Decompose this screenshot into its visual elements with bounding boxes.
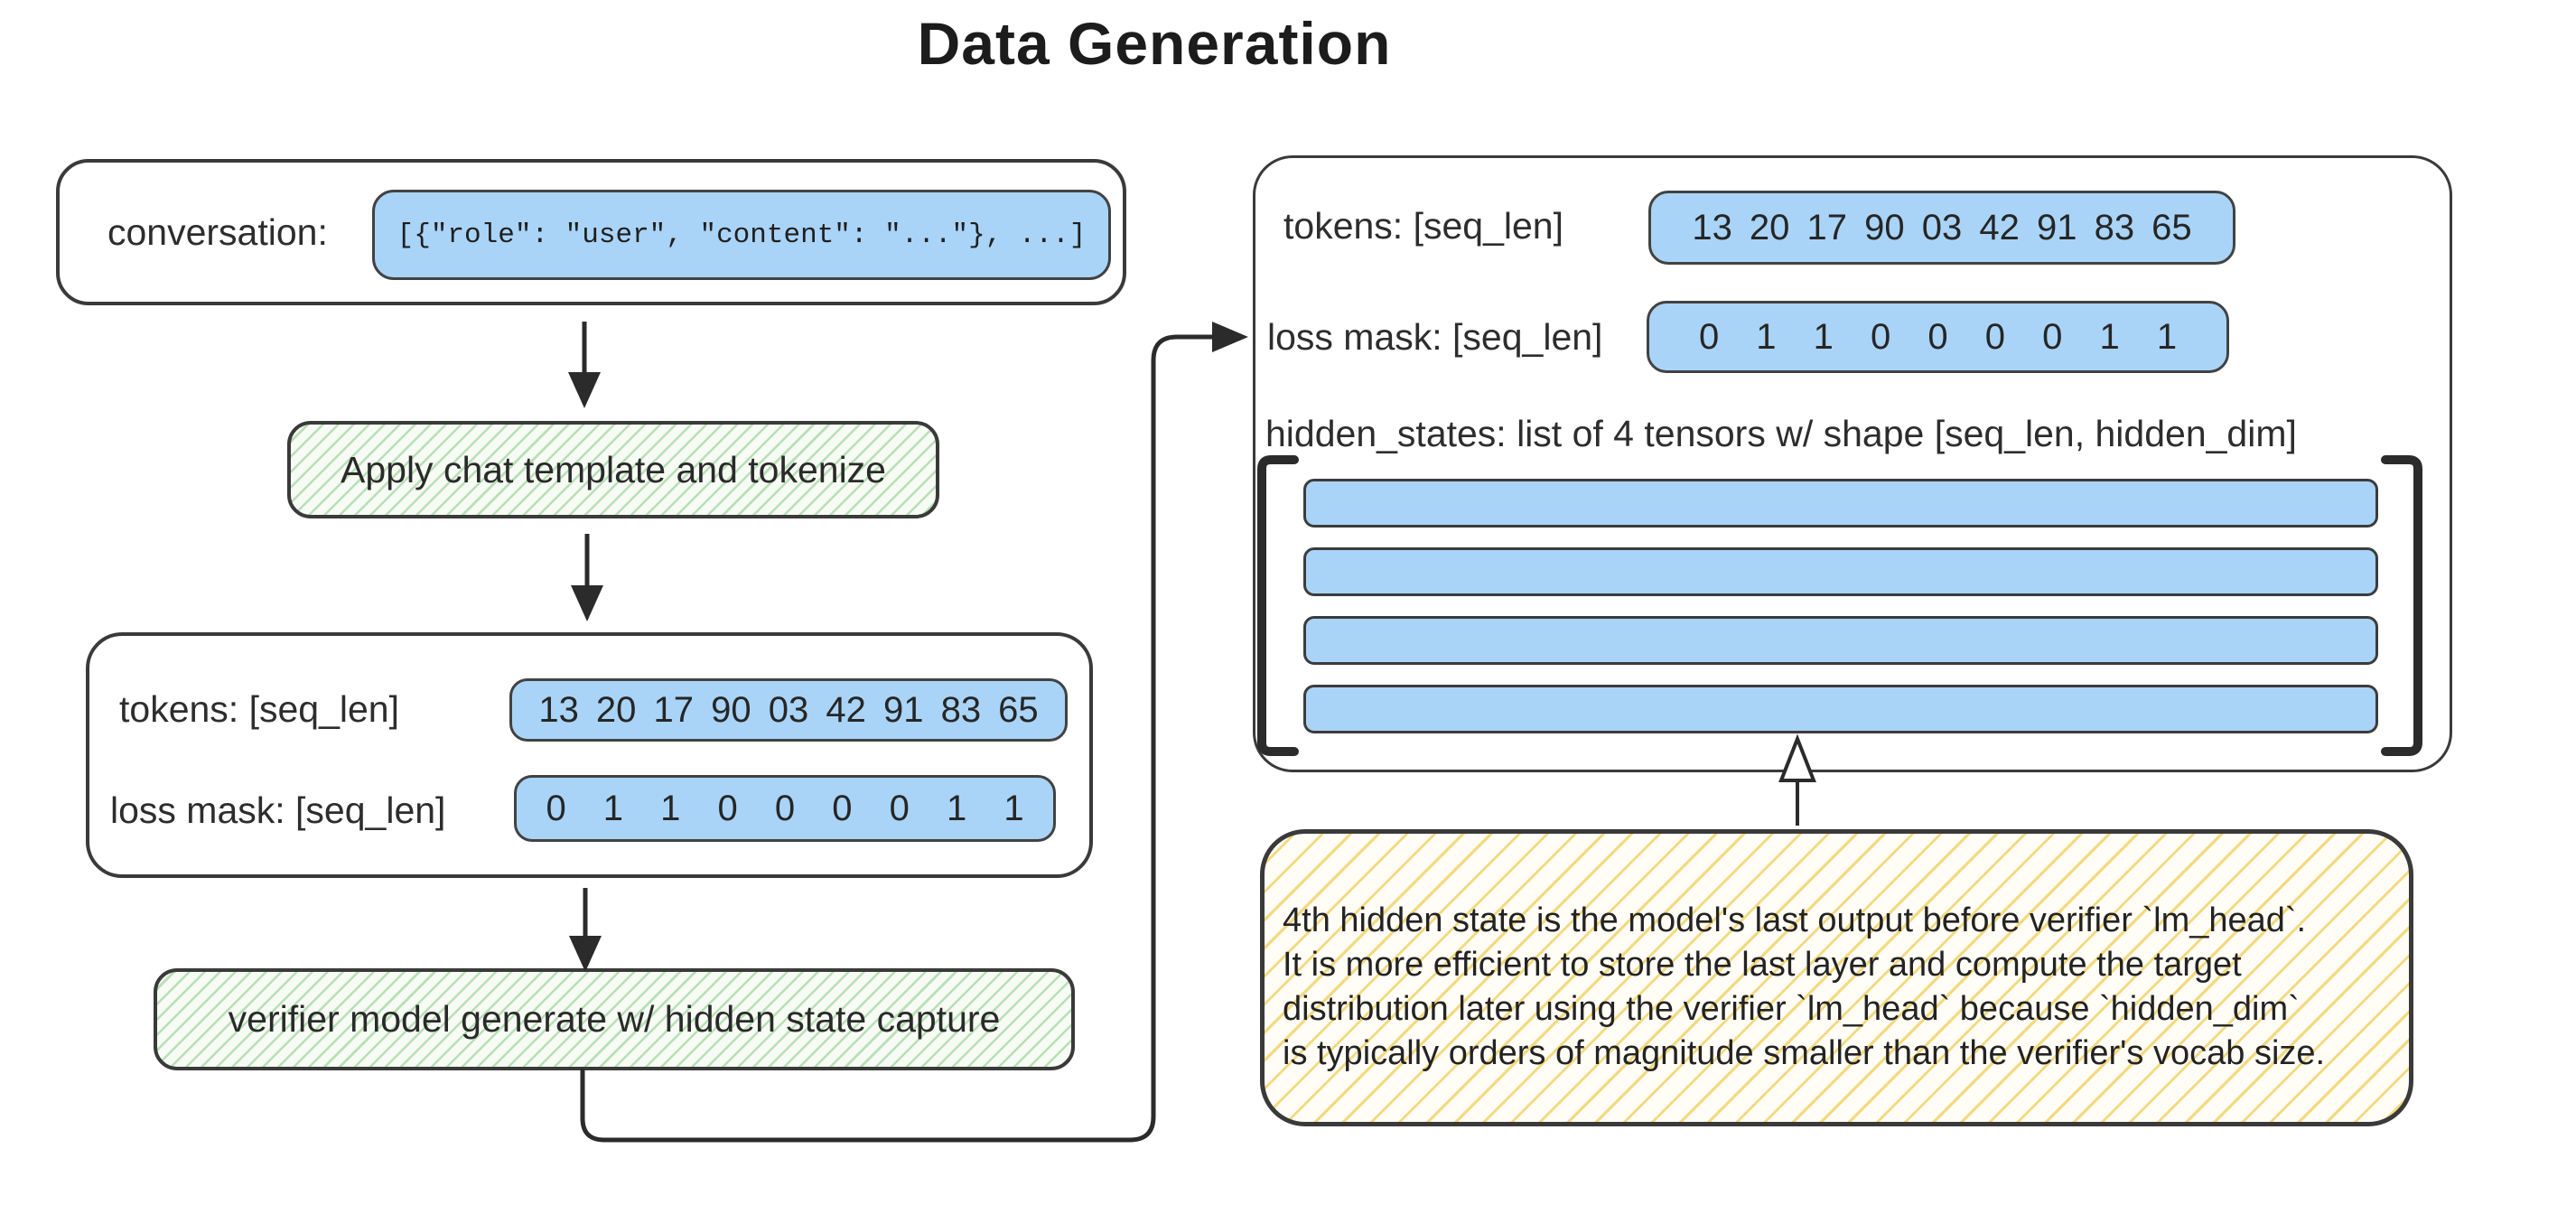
conversation-box: conversation: [{"role": "user", "content… [56,159,1126,305]
arrow-down-icon [568,322,601,408]
loss-mask-values: 0 1 1 0 0 0 0 1 1 [546,788,1024,828]
output-tokens-values: 13 20 17 90 03 42 91 83 65 [1692,207,2192,247]
conversation-code: [{"role": "user", "content": "..."}, ...… [397,219,1087,251]
step-verifier-generate-label: verifier model generate w/ hidden state … [228,998,1001,1040]
note-line: It is more efficient to store the last l… [1283,946,2242,984]
loss-mask-values-pill: 0 1 1 0 0 0 0 1 1 [514,775,1056,842]
note-line: is typically orders of magnitude smaller… [1283,1034,2326,1072]
step-apply-chat-template: Apply chat template and tokenize [287,421,939,518]
arrow-down-icon [569,888,602,972]
note-line: distribution later using the verifier `l… [1283,990,2300,1028]
tensor-bar [1303,685,2378,733]
note-line: 4th hidden state is the model's last out… [1283,901,2307,939]
output-tokens-label: tokens: [seq_len] [1283,204,1563,247]
step-verifier-generate: verifier model generate w/ hidden state … [154,968,1075,1070]
tokens-values-pill: 13 20 17 90 03 42 91 83 65 [509,678,1068,742]
note-box: 4th hidden state is the model's last out… [1260,829,2413,1126]
page-title: Data Generation [917,10,1392,77]
output-loss-mask-pill: 0 1 1 0 0 0 0 1 1 [1647,301,2229,373]
conversation-code-pill: [{"role": "user", "content": "..."}, ...… [372,190,1111,280]
loss-mask-label: loss mask: [seq_len] [110,789,446,831]
output-loss-mask-label: loss mask: [seq_len] [1267,315,1603,358]
conversation-label: conversation: [107,210,328,253]
output-panel: tokens: [seq_len] 13 20 17 90 03 42 91 8… [1253,155,2452,772]
tensor-bar [1303,479,2378,528]
note-text: 4th hidden state is the model's last out… [1283,899,2325,1076]
tensor-list [1303,479,2378,733]
tokens-label: tokens: [seq_len] [119,687,399,730]
arrow-down-icon [571,534,603,621]
output-tokens-pill: 13 20 17 90 03 42 91 83 65 [1648,191,2235,265]
output-loss-mask-values: 0 1 1 0 0 0 0 1 1 [1698,316,2178,357]
tokens-values: 13 20 17 90 03 42 91 83 65 [538,689,1039,730]
tensor-bar [1303,547,2378,596]
step-apply-chat-template-label: Apply chat template and tokenize [341,448,886,490]
tensor-bar [1303,616,2378,665]
tokens-loss-mask-box: tokens: [seq_len] 13 20 17 90 03 42 91 8… [86,632,1093,878]
hidden-states-label: hidden_states: list of 4 tensors w/ shap… [1265,412,2297,454]
